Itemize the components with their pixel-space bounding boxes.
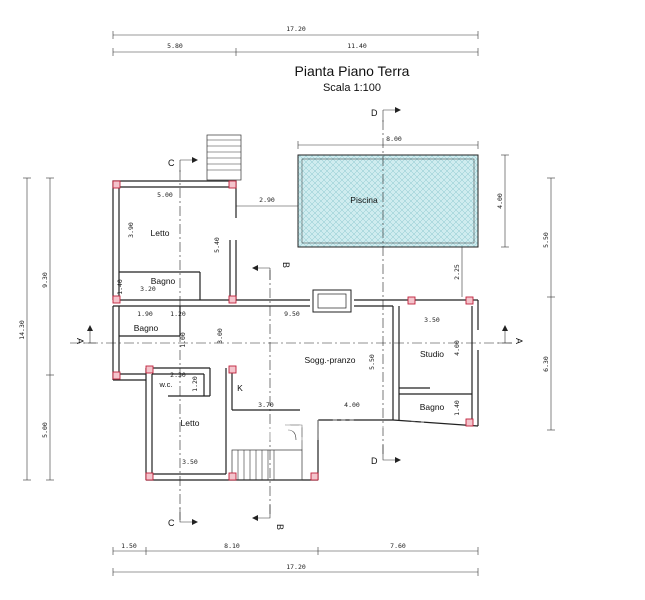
dim-pool-to-house: 2.25 <box>453 264 461 280</box>
section-label-d-top: D <box>371 108 378 118</box>
dim-kitchen-b: 4.00 <box>344 401 360 409</box>
dim-bed2-width: 3.50 <box>182 458 198 466</box>
fireplace <box>312 289 352 313</box>
dim-pool-gap: 2.90 <box>259 196 275 204</box>
interior-stairs <box>231 424 303 481</box>
top-dimension-lines <box>112 31 479 56</box>
dim-right-upper: 5.50 <box>542 232 550 248</box>
section-label-c-top: C <box>168 158 175 168</box>
section-marker-d-bottom <box>382 445 401 463</box>
section-marker-a-right <box>498 325 512 344</box>
dim-top-right: 11.40 <box>347 42 367 50</box>
section-label-a-left: A <box>75 338 85 344</box>
section-marker-b-bottom <box>252 505 271 521</box>
dim-studio-width: 3.50 <box>424 316 440 324</box>
section-marker-a-left <box>84 325 96 344</box>
room-label-bedroom-2: Letto <box>181 418 200 428</box>
room-label-bathroom-2: Bagno <box>134 323 159 333</box>
dim-bottom-a: 1.50 <box>121 542 137 550</box>
left-dimension-lines <box>23 177 54 481</box>
section-label-c-bottom: C <box>168 518 175 528</box>
dim-studio-height: 4.00 <box>453 340 461 356</box>
dim-top-left: 5.80 <box>167 42 183 50</box>
room-label-kitchen: K <box>237 383 243 393</box>
section-marker-d-top <box>382 107 401 122</box>
dim-bath-depth: 1.40 <box>116 279 124 295</box>
dim-bath2-width: 1.90 <box>137 310 153 318</box>
section-label-b-bottom: B <box>275 524 285 530</box>
dim-living-height: 5.50 <box>368 354 376 370</box>
dim-bed-width: 5.00 <box>157 191 173 199</box>
dim-top-total: 17.20 <box>286 25 306 33</box>
room-label-bathroom-3: Bagno <box>420 402 445 412</box>
plan-scale: Scala 1:100 <box>323 82 381 94</box>
dim-pool-depth: 4.00 <box>496 193 504 209</box>
room-label-studio: Studio <box>420 349 444 359</box>
section-marker-b-top <box>252 265 271 280</box>
dim-pool-width: 8.00 <box>386 135 402 143</box>
dim-bed-wall: 5.40 <box>213 237 221 253</box>
axis-lines <box>70 120 515 520</box>
section-marker-c-top <box>179 157 198 172</box>
structural-columns <box>112 180 474 481</box>
dim-wc-height: 1.20 <box>191 376 199 392</box>
room-label-pool: Piscina <box>350 195 378 205</box>
plan-title: Pianta Piano Terra <box>295 63 410 79</box>
dim-corridor: 9.50 <box>284 310 300 318</box>
bottom-dimension-lines <box>112 547 479 576</box>
dim-bath2-b: 1.20 <box>170 310 186 318</box>
room-label-bedroom-1: Letto <box>151 228 170 238</box>
dim-left-lower: 5.00 <box>41 422 49 438</box>
dim-bottom-c: 7.60 <box>390 542 406 550</box>
dim-bath3-height: 1.40 <box>453 400 461 416</box>
dim-right-lower: 6.30 <box>542 356 550 372</box>
section-label-d-bottom: D <box>371 456 378 466</box>
dim-small-b: 1.00 <box>179 332 187 348</box>
pool-dimension-lines <box>236 141 509 297</box>
section-label-b-top: B <box>281 262 291 268</box>
room-label-wc: w.c. <box>159 380 173 389</box>
watermark: Immobiliare.it <box>232 414 427 447</box>
pool-inner-edge <box>301 158 475 244</box>
dim-kitchen-width: 3.70 <box>258 401 274 409</box>
exterior-stairs <box>206 134 242 181</box>
dim-left-upper: 9.30 <box>41 272 49 288</box>
dim-bath-width: 3.20 <box>140 285 156 293</box>
dim-core-height: 3.00 <box>216 328 224 344</box>
dim-bottom-b: 8.10 <box>224 542 240 550</box>
section-marker-c-bottom <box>179 508 198 525</box>
right-dimension-lines <box>547 177 555 431</box>
dim-bottom-total: 17.20 <box>286 563 306 571</box>
room-label-living: Sogg.-pranzo <box>304 355 355 365</box>
swimming-pool <box>297 154 479 248</box>
dim-bed-depth: 3.90 <box>127 222 135 238</box>
dim-left-total: 14.30 <box>18 320 26 340</box>
section-label-a-right: A <box>514 338 524 344</box>
dim-wc-width: 2.30 <box>170 371 186 379</box>
room-label-bathroom-1: Bagno <box>151 276 176 286</box>
